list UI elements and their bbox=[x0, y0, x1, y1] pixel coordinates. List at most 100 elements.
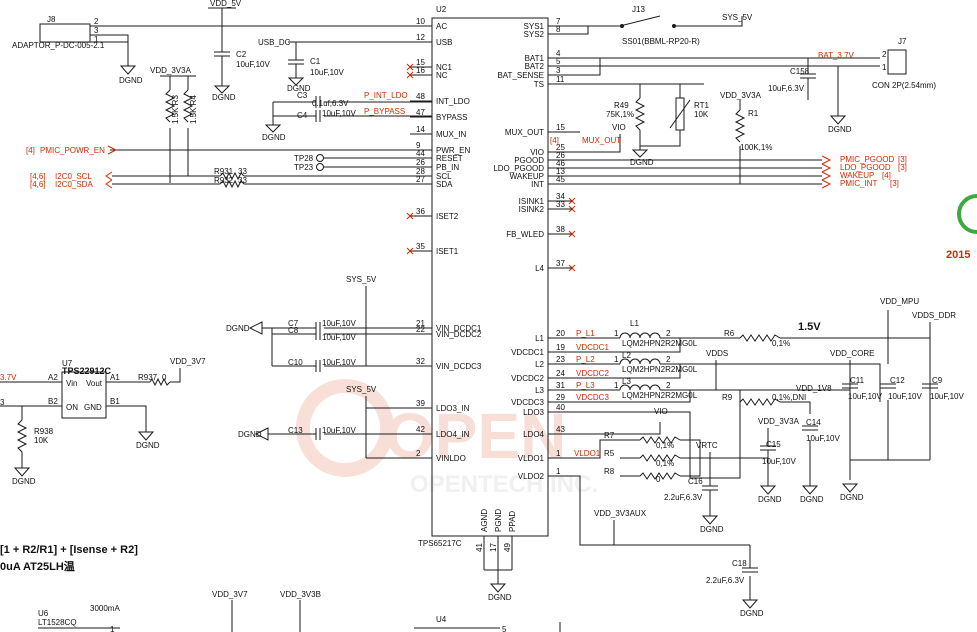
u6-ref: U6 bbox=[38, 609, 49, 618]
vdd-mpu: VDD_MPU bbox=[880, 297, 919, 306]
wire-scl-sda bbox=[112, 175, 432, 185]
gnd-symbol-c3 bbox=[264, 124, 282, 133]
pin-number-right: 37 bbox=[556, 259, 565, 268]
r5 bbox=[639, 454, 681, 462]
pin-number-right: 29 bbox=[556, 393, 565, 402]
switch-j13: J13 SS01(BBML-RP20-R) SYS_5V bbox=[548, 5, 753, 46]
v15-label: 1.5V bbox=[798, 321, 821, 333]
no-connect-mark bbox=[406, 71, 414, 79]
r938 bbox=[16, 419, 28, 468]
r932-val: 33 bbox=[238, 176, 247, 185]
c15-val: 10uF,10V bbox=[762, 457, 796, 466]
ts-network: R49 75K,1% RT1 10K DGND VIO MUX_OUT [4] bbox=[548, 83, 710, 167]
pin-name-right: LDO3 bbox=[523, 408, 544, 417]
formula-1: [1 + R2/R1] + [Isense + R2] bbox=[0, 544, 138, 556]
wire-vdd5v bbox=[208, 7, 236, 52]
pin-name-right: VDCDC1 bbox=[511, 348, 544, 357]
ic-u2: U2 TPS65217C 10AC12USB15NC116NC48INT_LDO… bbox=[406, 5, 576, 552]
ref-pgood: [3] bbox=[898, 155, 907, 164]
j8-ref: J8 bbox=[47, 15, 56, 24]
pin-name-left: ISET2 bbox=[436, 212, 459, 221]
r937-val: 0 bbox=[162, 373, 167, 382]
r7-ref: R7 bbox=[604, 431, 615, 440]
r932 bbox=[219, 179, 245, 189]
gnd-r938: DGND bbox=[12, 477, 36, 486]
cap-c2-group: VDD_5V C2 10uF,10V DGND bbox=[208, 0, 270, 102]
j13-pin2 bbox=[672, 24, 676, 28]
pin-number-left: 35 bbox=[416, 242, 425, 251]
pin-name-right: PGOOD bbox=[514, 156, 544, 165]
ref-mux: [4] bbox=[550, 136, 559, 145]
r6-val: 0,1% bbox=[772, 339, 790, 348]
pin-l1-1: 1 bbox=[614, 329, 619, 338]
pin-name-right: LDO_PGOOD bbox=[493, 164, 544, 173]
ic-u2-part: TPS65217C bbox=[418, 539, 462, 548]
j13-part: SS01(BBML-RP20-R) bbox=[622, 37, 700, 46]
r938-val: 10K bbox=[34, 436, 49, 445]
pin-name-right: VIO bbox=[530, 148, 544, 157]
cap-c1-group: USB_DC C1 10uF,10V DGND bbox=[258, 38, 432, 93]
pin-number-left: 32 bbox=[416, 357, 425, 366]
j8-pin2: 2 bbox=[94, 17, 99, 26]
ldo3-group: R9 0,1%,DNI VDD_1V8 C14 10uF,10V DGND bbox=[722, 384, 840, 504]
pin-name-left: SCL bbox=[436, 172, 452, 181]
pin-number-right: 34 bbox=[556, 192, 565, 201]
pin-number-left: 26 bbox=[416, 158, 425, 167]
cap-c3 bbox=[315, 96, 321, 108]
c16-ref: C16 bbox=[688, 477, 703, 486]
pin-number-bottom: 17 bbox=[489, 543, 498, 552]
wire-bat bbox=[548, 57, 880, 116]
pin-name-right: VLDO1 bbox=[518, 454, 545, 463]
u7-body bbox=[61, 371, 107, 419]
u6-pin1: 1 bbox=[110, 625, 115, 632]
pin-name-right: MUX_OUT bbox=[505, 128, 544, 137]
pin-name-left: INT_LDO bbox=[436, 97, 470, 106]
pin-number-bottom: 41 bbox=[475, 543, 484, 552]
pin-number-right: 33 bbox=[556, 200, 565, 209]
gnd-c2: DGND bbox=[212, 93, 236, 102]
net-i2c-scl: I2C0_SCL bbox=[55, 172, 92, 181]
c7-ref: C7 bbox=[288, 319, 299, 328]
vdd3v3a-3: VDD_3V3A bbox=[758, 417, 800, 426]
vdds-label: VDDS bbox=[706, 349, 728, 358]
tp23-label: TP23 bbox=[294, 163, 314, 172]
r931-ref: R931 bbox=[214, 167, 234, 176]
net-bat-3v7: BAT_3.7V bbox=[818, 51, 855, 60]
pin-number-right: 31 bbox=[556, 381, 565, 390]
watermark-logo-ring bbox=[296, 379, 394, 477]
cap-c18 bbox=[742, 567, 758, 573]
gnd-symbol-c18 bbox=[741, 599, 759, 609]
edge-badge: 2015 bbox=[946, 194, 977, 261]
pin-number-left: 48 bbox=[416, 92, 425, 101]
pin-number-left: 22 bbox=[416, 325, 425, 334]
pin-l1-2: 2 bbox=[666, 329, 671, 338]
no-connect-mark bbox=[406, 63, 414, 71]
c18-val: 2.2uF,6.3V bbox=[706, 576, 745, 585]
rt1 bbox=[669, 97, 691, 131]
caps-c3-c4: C3 0.1uf,6.3V C4 10uF,10V DGND P_INT_LDO… bbox=[262, 91, 432, 142]
r6 bbox=[739, 334, 781, 342]
r4 bbox=[182, 89, 194, 123]
r1-val: 100K,1% bbox=[740, 143, 772, 152]
gnd-symbol-c16 bbox=[701, 515, 719, 525]
j7-part: CON 2P(2.54mm) bbox=[872, 81, 936, 90]
sys5v-2: SYS_5V bbox=[346, 275, 377, 284]
wire-status bbox=[548, 159, 822, 185]
no-connect-mark bbox=[406, 247, 414, 255]
u7-b2: B2 bbox=[48, 397, 58, 406]
r49 bbox=[634, 97, 646, 131]
c11-ref: C11 bbox=[850, 376, 865, 385]
pin-number-left: 2 bbox=[416, 449, 421, 458]
j7-body bbox=[887, 49, 907, 75]
c1-ref: C1 bbox=[310, 57, 321, 66]
pullup-r3-r4: VDD_3V3A 1.5K R3 1.5K R4 bbox=[150, 66, 198, 183]
gnd-c3: DGND bbox=[262, 133, 286, 142]
gnd-c14: DGND bbox=[800, 495, 824, 504]
pin-l2-2: 2 bbox=[666, 355, 671, 364]
wire-vldo2 bbox=[613, 520, 751, 600]
gnd-ic: DGND bbox=[488, 593, 512, 602]
pin-name-right: SYS1 bbox=[524, 22, 545, 31]
pin-name-right: VDCDC2 bbox=[511, 374, 544, 383]
pin-number-right: 25 bbox=[556, 143, 565, 152]
watermark: OPEN OPENTECH INC. bbox=[296, 379, 598, 498]
